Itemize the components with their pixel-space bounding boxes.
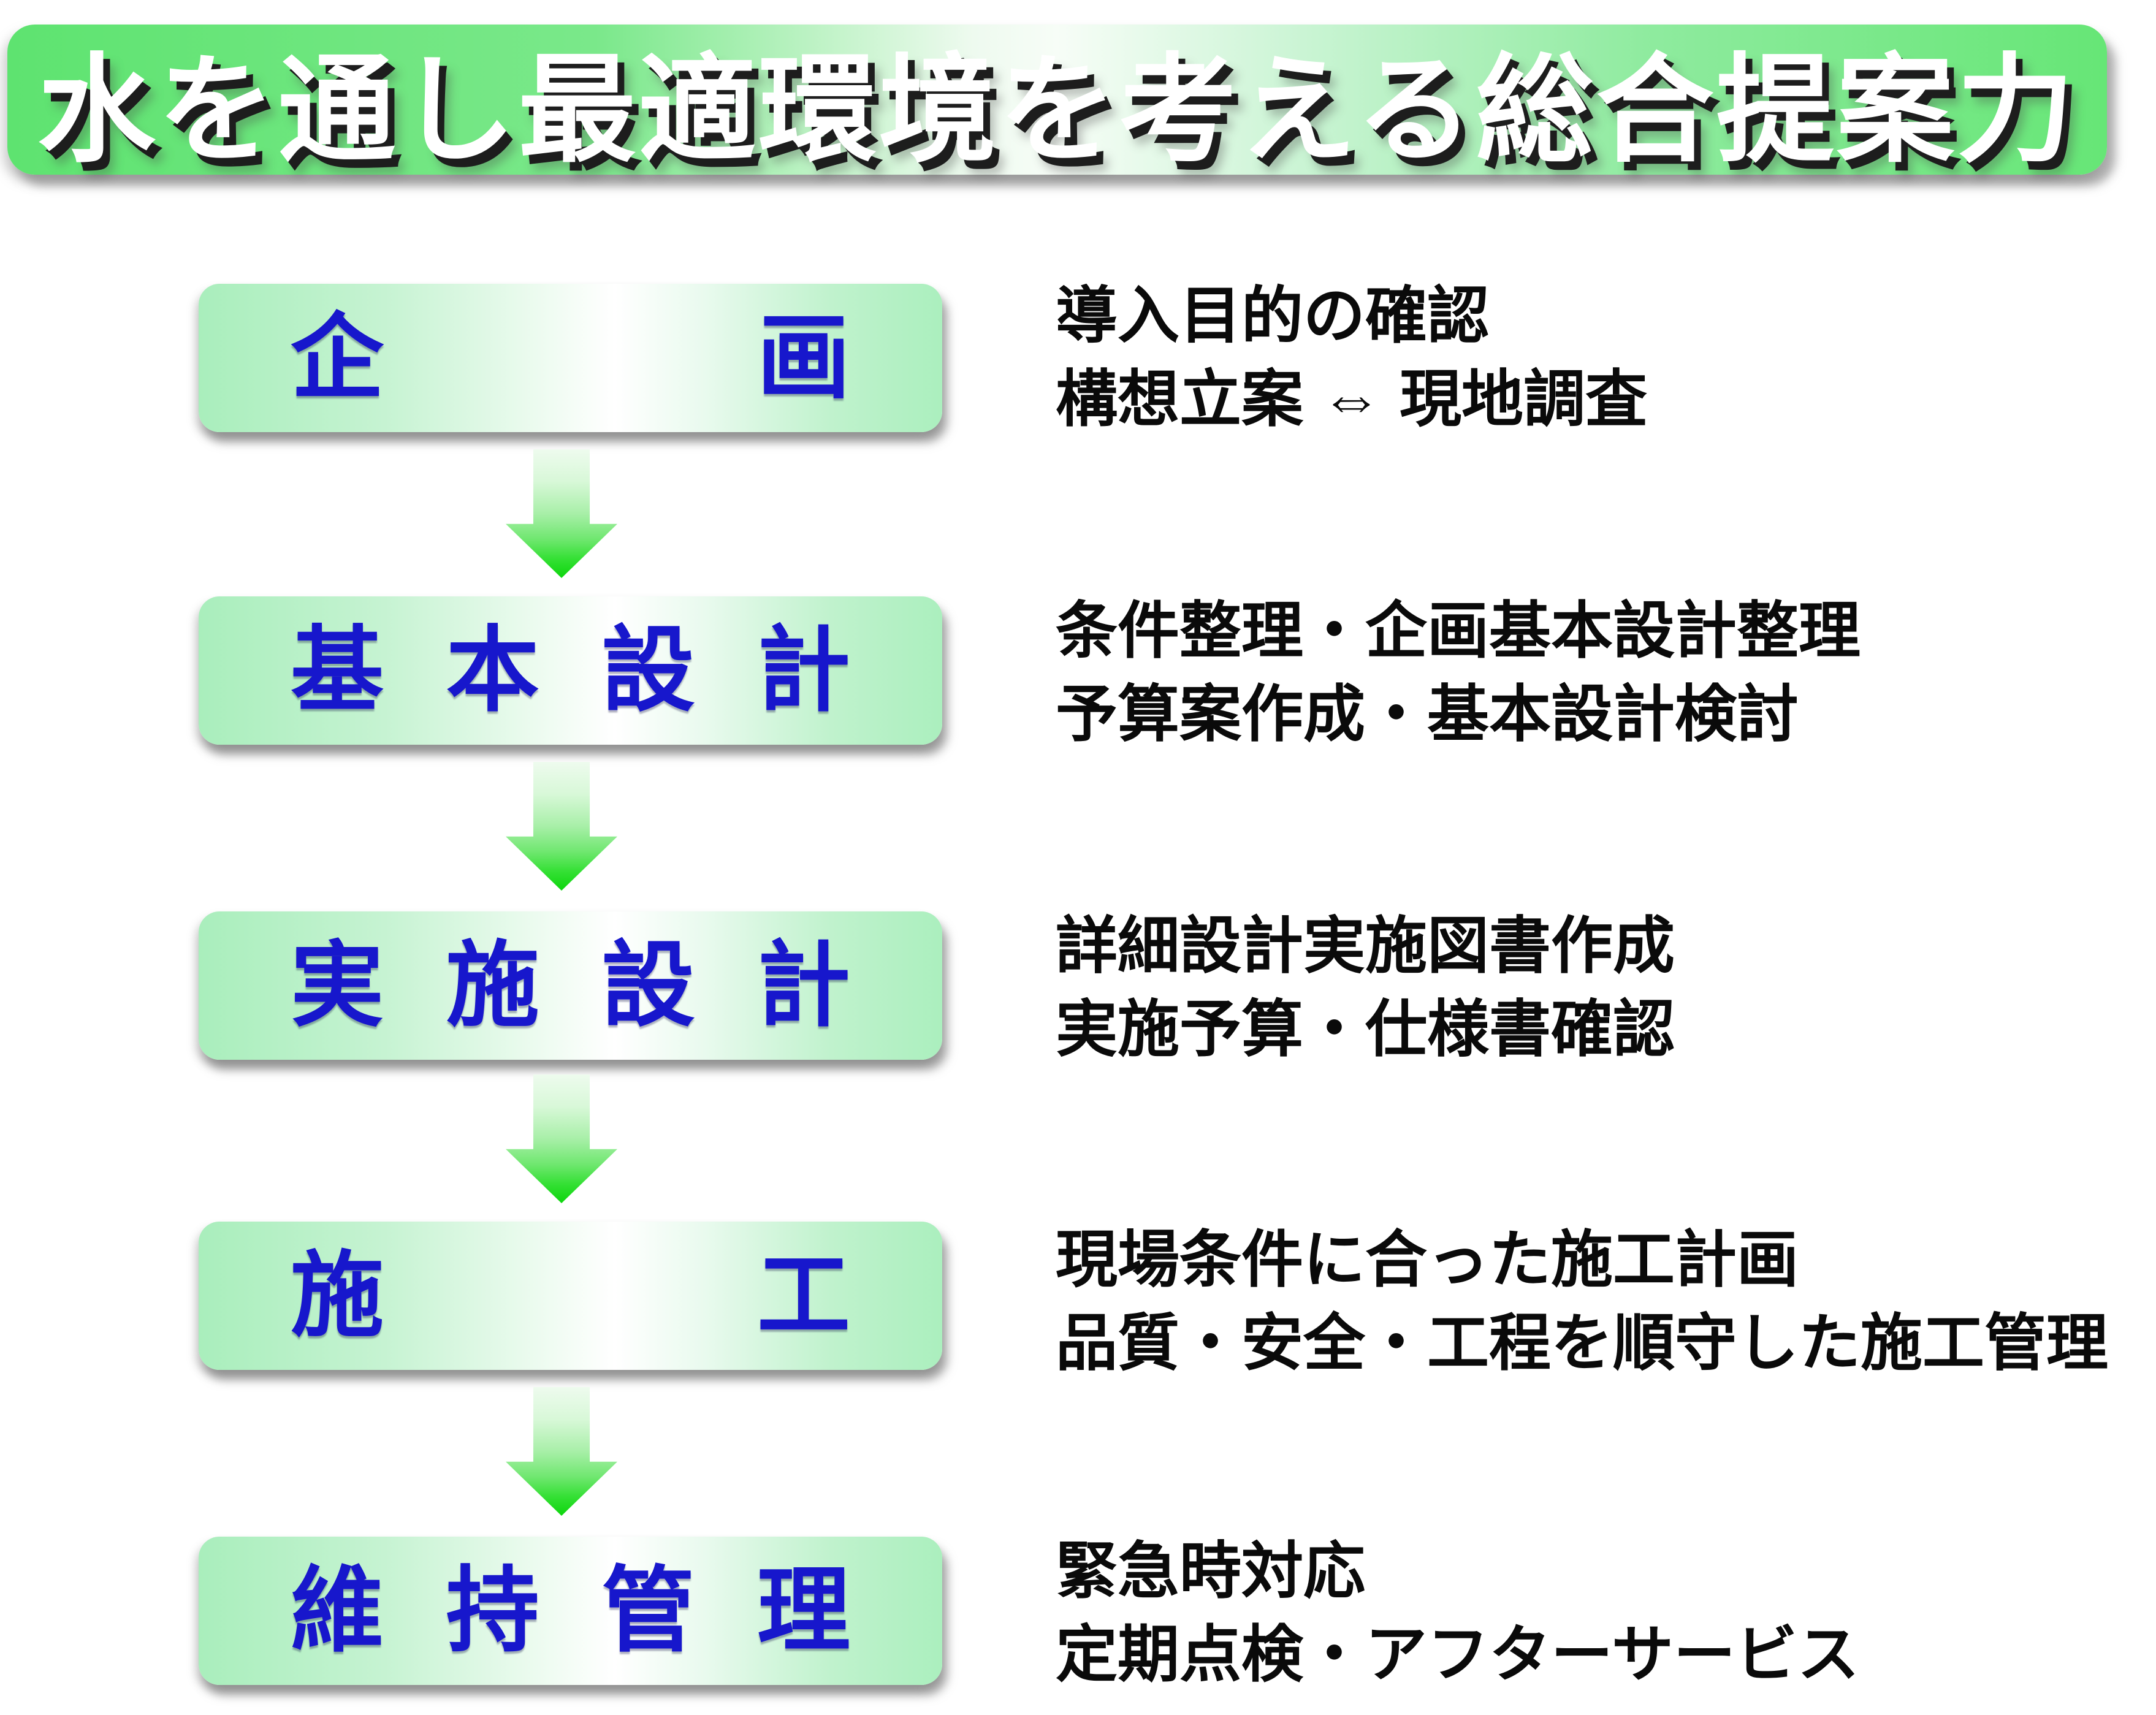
- description-line: 導入目的の確認: [1056, 282, 1490, 351]
- step-description-basic-design: 条件整理・企画基本設計整理 予算案作成・基本設計検討: [1056, 590, 1861, 756]
- step-description-detailed-design: 詳細設計実施図書作成 実施予算・仕様書確認: [1056, 905, 1675, 1071]
- step-box-planning: 企画: [199, 284, 942, 432]
- step-box-maintenance: 維持管理: [199, 1537, 942, 1685]
- step-label-maintenance: 維持管理: [291, 1559, 850, 1663]
- page-title: 水を通し最適環境を考える総合提案力: [37, 44, 2077, 176]
- step-box-construction: 施工: [199, 1222, 942, 1370]
- description-line: 予算案作成・基本設計検討: [1056, 680, 1799, 749]
- step-description-maintenance: 緊急時対応 定期点検・アフターサービス: [1056, 1530, 1859, 1697]
- description-line: 品質・安全・工程を順守した施工管理: [1056, 1309, 2109, 1378]
- step-box-basic-design: 基本設計: [199, 596, 942, 745]
- description-line: 緊急時対応: [1056, 1537, 1366, 1606]
- title-banner: 水を通し最適環境を考える総合提案力: [7, 25, 2107, 176]
- description-line: 条件整理・企画基本設計整理: [1056, 597, 1861, 666]
- down-arrow-icon: [506, 1074, 617, 1203]
- step-box-detailed-design: 実施設計: [199, 911, 942, 1060]
- step-label-planning: 企画: [291, 306, 850, 410]
- step-label-basic-design: 基本設計: [291, 618, 850, 723]
- description-line: 定期点検・アフターサービス: [1056, 1621, 1859, 1689]
- step-description-planning: 導入目的の確認 構想立案 ⇔ 現地調査: [1056, 275, 1647, 441]
- description-line: 構想立案 ⇔ 現地調査: [1056, 365, 1648, 434]
- description-line: 実施予算・仕様書確認: [1056, 995, 1675, 1064]
- down-arrow-icon: [506, 1387, 617, 1516]
- step-description-construction: 現場条件に合った施工計画 品質・安全・工程を順守した施工管理: [1056, 1219, 2108, 1385]
- down-arrow-icon: [506, 762, 617, 891]
- description-line: 現場条件に合った施工計画: [1056, 1226, 1799, 1295]
- description-line: 詳細設計実施図書作成: [1056, 912, 1675, 981]
- step-label-construction: 施工: [291, 1244, 850, 1348]
- step-label-detailed-design: 実施設計: [291, 934, 850, 1038]
- down-arrow-icon: [506, 449, 617, 578]
